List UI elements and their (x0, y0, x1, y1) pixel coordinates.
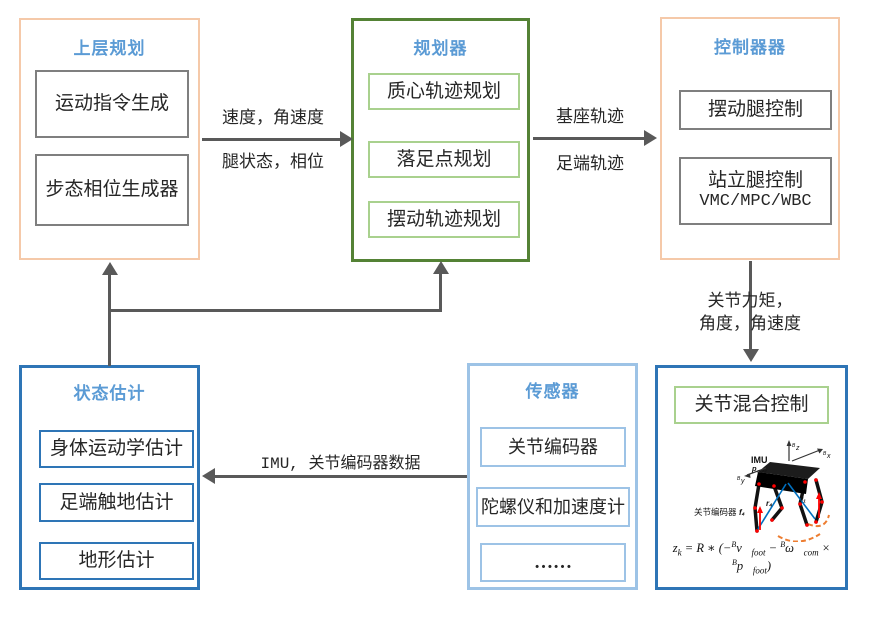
robot-joint-dots (753, 478, 824, 533)
stance-leg-control-label: 站立腿控制 (707, 170, 803, 192)
arrow-state-to-planner-head (433, 261, 449, 274)
stance-leg-methods-label: VMC/MPC/WBC (699, 192, 812, 212)
z-axis-sup: B (792, 443, 796, 449)
item-gyro-accelerometer: 陀螺仪和加速度计 (476, 487, 630, 527)
state-estimation-title: 状态估计 (73, 384, 146, 403)
item-com-trajectory-planning: 质心轨迹规划 (368, 73, 520, 110)
group-sensors: 传感器 关节编码器 陀螺仪和加速度计 …… (467, 363, 638, 590)
item-swing-leg-control: 摆动腿控制 (679, 90, 832, 130)
vector-r1 (787, 482, 816, 520)
group-upper-planning: 上层规划 运动指令生成 步态相位生成器 (19, 18, 200, 260)
arrow-planner-to-controller (533, 137, 646, 140)
arrow-controller-to-joint-head (743, 349, 759, 362)
arrow-label-velocity: 速度，角速度 (222, 108, 324, 127)
vector-r4 (757, 483, 787, 530)
arrow-state-to-planning-head (102, 262, 118, 275)
x-axis-sup: B (823, 451, 827, 457)
arrow-sensors-to-state (214, 475, 467, 478)
y-axis-label: y (740, 478, 745, 485)
arrow-sensors-to-state-head (202, 468, 215, 484)
swing-trajectory-dashed-arc (777, 533, 821, 542)
arrow-label-foot-trajectory: 足端轨迹 (556, 154, 624, 173)
arrow-controller-to-joint (749, 261, 752, 351)
upper-planning-title: 上层规划 (73, 39, 146, 58)
arrow-label-angle-velocity: 角度，角速度 (699, 314, 801, 333)
arrow-label-base-trajectory: 基座轨迹 (556, 107, 624, 126)
group-controller: 控制器器 摆动腿控制 站立腿控制 VMC/MPC/WBC (660, 17, 840, 260)
arrow-label-imu-encoder-data: IMU, 关节编码器数据 (260, 455, 421, 473)
item-stance-leg-control: 站立腿控制 VMC/MPC/WBC (679, 157, 832, 225)
item-gait-phase-generator: 步态相位生成器 (35, 154, 189, 226)
p-com-sub: CoM (757, 469, 767, 474)
imu-label: IMU (751, 455, 768, 465)
swing-trajectory-dashed-arc2 (807, 514, 830, 528)
item-terrain-estimation: 地形估计 (39, 542, 194, 580)
joint-encoder-callout: 关节编码器 (694, 507, 737, 517)
quadruped-robot-figure: r₄ r₁ B z B x B y IMU (694, 440, 831, 542)
item-swing-trajectory-planning: 摆动轨迹规划 (368, 201, 520, 238)
group-joint-hybrid-control: 关节混合控制 r₄ r₁ (655, 365, 848, 590)
group-planner: 规划器 质心轨迹规划 落足点规划 摆动轨迹规划 (351, 18, 530, 262)
y-axis-arrowhead (744, 473, 751, 478)
arrow-state-branch-horizontal (108, 309, 442, 312)
arrow-state-to-planning (108, 274, 111, 366)
foot-force-arrowhead (816, 492, 822, 499)
group-state-estimation: 状态估计 身体运动学估计 足端触地估计 地形估计 (19, 365, 200, 590)
robot-body-top (758, 462, 820, 479)
foot-force-arrows (759, 496, 820, 530)
controller-title: 控制器器 (714, 38, 786, 57)
item-body-kinematics-estimation: 身体运动学估计 (39, 430, 194, 468)
y-axis-sup: B (737, 476, 741, 482)
r1-label: r₁ (800, 495, 806, 504)
item-foothold-planning: 落足点规划 (368, 141, 520, 178)
z-axis-arrowhead (786, 440, 792, 446)
arrow-state-to-planner (439, 273, 442, 312)
f4-label: f₄ (739, 508, 745, 517)
arrow-label-leg-state: 腿状态，相位 (222, 152, 324, 171)
arrow-label-joint-torque: 关节力矩， (707, 291, 793, 310)
planner-title: 规划器 (413, 39, 468, 58)
x-axis-arrowhead (817, 448, 823, 454)
item-foot-contact-estimation: 足端触地估计 (39, 483, 194, 522)
state-estimation-equation: zk = R ∗ (−Bv⃗foot − Bω⃗com × Bp⃗foot) (672, 540, 831, 576)
item-joint-encoders: 关节编码器 (480, 427, 626, 467)
robot-body-front (755, 472, 808, 494)
r4-label: r₄ (766, 499, 772, 508)
p-com-label: p (751, 464, 757, 473)
arrow-planner-to-controller-head (644, 130, 657, 146)
item-motion-command-generation: 运动指令生成 (35, 70, 189, 138)
arrow-planning-to-planner (202, 138, 342, 141)
item-sensors-ellipsis: …… (480, 543, 626, 582)
z-axis-label: z (795, 445, 800, 452)
item-joint-hybrid-control: 关节混合控制 (674, 386, 829, 424)
sensors-title: 传感器 (525, 382, 580, 401)
x-axis-label: x (826, 453, 831, 460)
foot-force-arrowhead (757, 506, 763, 513)
arrow-planning-to-planner-head (340, 131, 353, 147)
